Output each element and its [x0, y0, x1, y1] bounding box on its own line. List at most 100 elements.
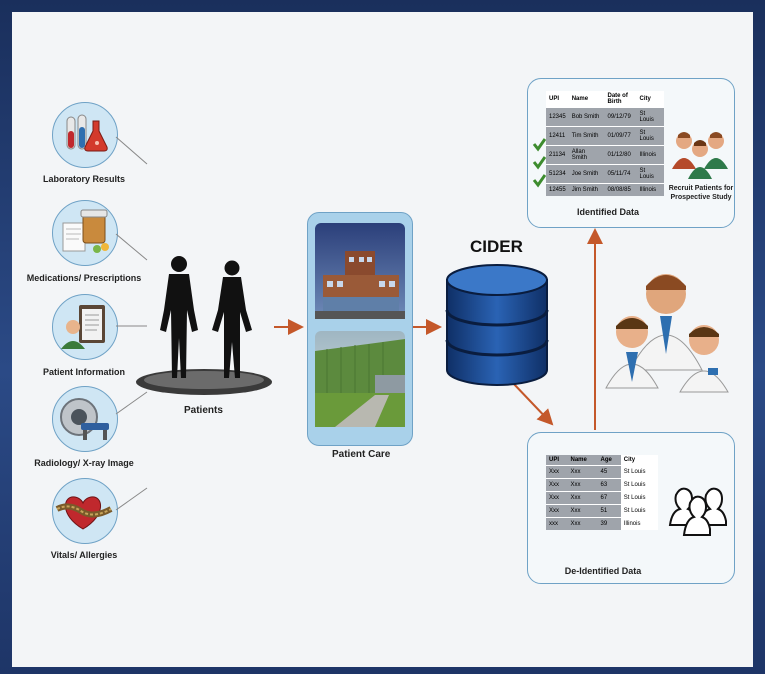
recruit-label-line-2: Prospective Study	[670, 194, 732, 201]
check-icon-row-2	[532, 138, 546, 152]
deidentified-col-city: City	[620, 455, 658, 466]
vitals-heart-icon	[55, 496, 113, 530]
table-row: 12345 Bob Smith 09/12/79 St Louis	[546, 107, 664, 127]
deidentified-col-upi: UPI	[549, 457, 560, 463]
vitals-circle	[52, 478, 118, 544]
deidentified-data-label: De-Identified Data	[564, 566, 642, 576]
table-cell: Illinois	[636, 145, 664, 165]
table-cell: Xxx	[567, 478, 598, 492]
patients-figure	[136, 256, 272, 395]
table-cell: Bob Smith	[568, 107, 605, 127]
check-icon-row-3	[532, 156, 546, 170]
identified-col-name: Name	[571, 96, 589, 102]
recruit-label-line-1: Recruit Patients for	[668, 185, 734, 192]
arrow-cider-to-deidentified	[511, 381, 554, 426]
check-icon-row-4	[532, 174, 546, 188]
table-cell: Illinois	[620, 517, 658, 530]
male-silhouette-icon	[160, 256, 198, 378]
table-cell: St Louis	[636, 126, 664, 146]
patient-clipboard-icon	[61, 305, 105, 349]
table-cell: 12455	[546, 183, 569, 196]
table-cell: Xxx	[567, 517, 598, 530]
diagram-panel: Laboratory Results Medications/ Prescrip…	[12, 12, 753, 667]
identified-data-box: UPI Name Date of Birth City 12345 Bob Sm…	[527, 78, 735, 228]
table-cell: Xxx	[546, 478, 568, 492]
identified-table-wrap: UPI Name Date of Birth City 12345 Bob Sm…	[546, 91, 664, 196]
people-group-icon	[672, 132, 728, 179]
table-cell: St Louis	[636, 107, 664, 127]
connector-lines	[115, 136, 603, 511]
patient-care-label: Patient Care	[332, 449, 391, 460]
table-cell: Xxx	[567, 491, 598, 505]
identified-data-label: Identified Data	[576, 207, 639, 217]
deidentified-table-wrap: UPI Name Age City Xxx Xxx 45 St Louis Xx…	[546, 455, 658, 530]
patients-platform-highlight	[144, 371, 264, 389]
table-cell: St Louis	[620, 504, 658, 518]
lab-results-circle	[52, 102, 118, 168]
medication-icon	[62, 209, 109, 253]
table-cell: 51234	[546, 164, 569, 184]
table-cell: xxx	[546, 517, 568, 530]
source-label-radiology: Radiology/ X-ray Image	[34, 458, 134, 468]
table-cell: 63	[597, 478, 621, 492]
check-marks	[532, 138, 546, 188]
table-cell: 21134	[546, 145, 569, 165]
connector-vitals	[115, 487, 148, 511]
table-cell: St Louis	[636, 164, 664, 184]
table-cell: St Louis	[620, 491, 658, 505]
table-cell: 01/09/77	[604, 126, 637, 146]
recruit-label: Recruit Patients for Prospective Study	[666, 184, 736, 202]
doctor-back-icon	[629, 274, 703, 371]
table-cell: 01/12/80	[604, 145, 637, 165]
deidentified-table: UPI Name Age City Xxx Xxx 45 St Louis Xx…	[546, 455, 658, 530]
mri-scanner-icon	[60, 398, 109, 440]
patient-care-box	[307, 212, 413, 446]
table-row: Xxx Xxx 51 St Louis	[546, 504, 658, 518]
source-label-vitals: Vitals/ Allergies	[50, 550, 118, 560]
table-cell: Illinois	[636, 183, 664, 196]
table-row: 51234 Joe Smith 05/11/74 St Louis	[546, 164, 664, 184]
identified-col-dob: Date of Birth	[607, 93, 628, 105]
table-cell: 08/08/85	[604, 183, 637, 196]
table-cell: 51	[597, 504, 621, 518]
patients-label: Patients	[184, 405, 223, 416]
source-label-patient-info: Patient Information	[42, 367, 125, 377]
clinic-building-image	[315, 331, 405, 427]
table-cell: Xxx	[546, 504, 568, 518]
database-icon	[445, 264, 549, 386]
table-cell: St Louis	[620, 465, 658, 479]
lab-flasks-icon	[66, 114, 108, 152]
table-row: Xxx Xxx 45 St Louis	[546, 465, 658, 479]
table-cell: Xxx	[546, 491, 568, 505]
identified-col-upi: UPI	[549, 96, 560, 102]
identified-table: UPI Name Date of Birth City 12345 Bob Sm…	[546, 91, 664, 196]
table-cell: 05/11/74	[604, 164, 637, 184]
table-cell: Xxx	[546, 465, 568, 479]
source-label-medications: Medications/ Prescriptions	[26, 273, 142, 283]
cider-title: CIDER	[470, 237, 523, 256]
connector-lab	[115, 136, 148, 165]
table-row: Xxx Xxx 67 St Louis	[546, 491, 658, 505]
table-row: 12411 Tim Smith 01/09/77 St Louis	[546, 126, 664, 146]
doctor-right-icon	[679, 325, 729, 393]
table-cell: 12411	[546, 126, 569, 146]
table-cell: 39	[597, 517, 621, 530]
table-cell: Allan Smith	[568, 145, 605, 165]
identified-col-city: City	[639, 96, 651, 102]
patient-info-circle	[52, 294, 118, 360]
deidentified-header-row: UPI Name Age City	[546, 455, 658, 466]
table-cell: St Louis	[620, 478, 658, 492]
anonymous-people-icon	[668, 487, 727, 536]
table-cell: Jim Smith	[568, 183, 605, 196]
source-label-lab: Laboratory Results	[42, 174, 126, 184]
hospital-building-image	[315, 223, 405, 319]
table-cell: 12345	[546, 107, 569, 127]
table-cell: Joe Smith	[568, 164, 605, 184]
connector-medications	[115, 233, 148, 261]
table-row: 12455 Jim Smith 08/08/85 Illinois	[546, 183, 664, 196]
table-cell: Tim Smith	[568, 126, 605, 146]
medications-circle	[52, 200, 118, 266]
table-cell: Xxx	[567, 504, 598, 518]
deidentified-data-box: UPI Name Age City Xxx Xxx 45 St Louis Xx…	[527, 432, 735, 584]
